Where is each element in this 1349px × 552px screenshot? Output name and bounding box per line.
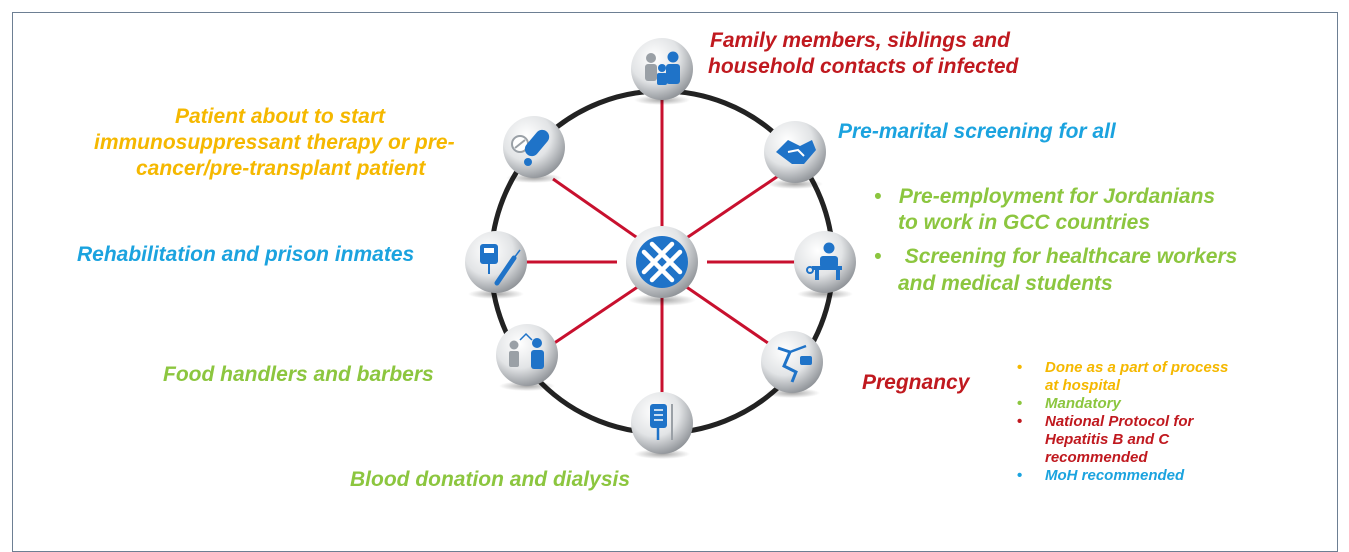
label-patient-line2: immunosuppressant therapy or pre- [94,131,455,154]
label-food: Food handlers and barbers [163,363,434,386]
label-family-line1: Family members, siblings and [710,29,1010,52]
label-premarital: Pre-marital screening for all [838,120,1116,143]
iv-bag-icon [631,392,693,459]
label-rehab: Rehabilitation and prison inmates [77,243,415,266]
label-health-line1: • Screening for healthcare workers [874,245,1238,268]
doctor-desk-icon [794,231,856,299]
family-icon [631,38,693,105]
pregnancy-notes: Done as a part of process at hospital Ma… [1017,359,1228,485]
label-patient-line3: cancer/pre-transplant patient [136,157,426,180]
note-protocol-l1: National Protocol for [1045,413,1194,430]
note-moh-l1: MoH recommended [1045,467,1185,484]
stork-baby-icon [761,331,823,398]
note-protocol-l2: Hepatitis B and C [1045,431,1170,448]
hepatitis-logo-icon [626,226,698,306]
note-process: Done as a part of process at hospital [1017,359,1228,395]
syringe-icon [465,231,527,299]
spokes [520,99,810,398]
label-pregnancy: Pregnancy [862,371,970,394]
pills-icon [503,116,565,183]
note-national-protocol: National Protocol for Hepatitis B and C … [1017,413,1228,467]
note-mandatory-l1: Mandatory [1045,395,1121,412]
screening-diagram [465,38,856,459]
label-employment-line2: to work in GCC countries [898,211,1151,234]
label-employment-text: Pre-employment for Jordanians [898,185,1216,208]
note-process-l1: Done as a part of process [1045,359,1229,376]
label-patient-line1: Patient about to start [175,105,386,128]
label-blood: Blood donation and dialysis [350,468,631,491]
note-process-l2: at hospital [1045,377,1121,394]
note-protocol-l3: recommended [1045,449,1148,466]
label-health-text: Screening for healthcare workers [904,245,1238,268]
label-family-line2: household contacts of infected [708,55,1019,78]
label-health-line2: and medical students [898,272,1113,295]
note-mandatory: Mandatory [1017,395,1228,413]
note-moh: MoH recommended [1017,467,1228,485]
food-handler-icon [496,324,558,391]
label-employment-line1: • Pre-employment for Jordanians [874,185,1216,208]
handshake-icon [764,121,826,189]
